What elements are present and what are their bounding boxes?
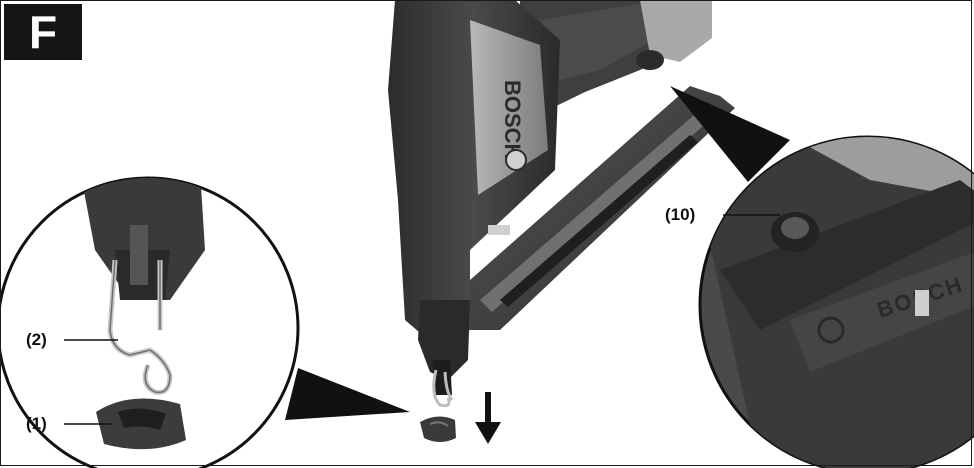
tool-magazine-slot [500,135,698,307]
tool-magazine-edge [480,110,712,312]
callout-label-1: (1) [26,414,47,433]
bosch-logo-icon [505,149,527,171]
tool-handle-light [640,0,712,62]
detail-circle-left [0,176,300,468]
tool-brand-text: BOSCH [500,80,525,159]
callout-label-10: (10) [665,205,696,224]
removed-part-1 [420,416,456,442]
down-arrow-icon [475,392,501,444]
detail-circle-right: BOSCH [698,135,974,468]
figure-letter-badge: F [4,4,82,60]
tool-latch-wire [432,369,454,408]
callout-label-2: (2) [26,330,47,349]
tool-nose [418,300,470,380]
tool-indicator [488,225,510,235]
tool-knob [636,50,664,70]
nailer-tool: BOSCH [388,0,735,408]
callout-wedge-right [670,86,790,182]
callout-wedge-left [285,368,410,420]
tool-body-light-panel [470,20,548,195]
